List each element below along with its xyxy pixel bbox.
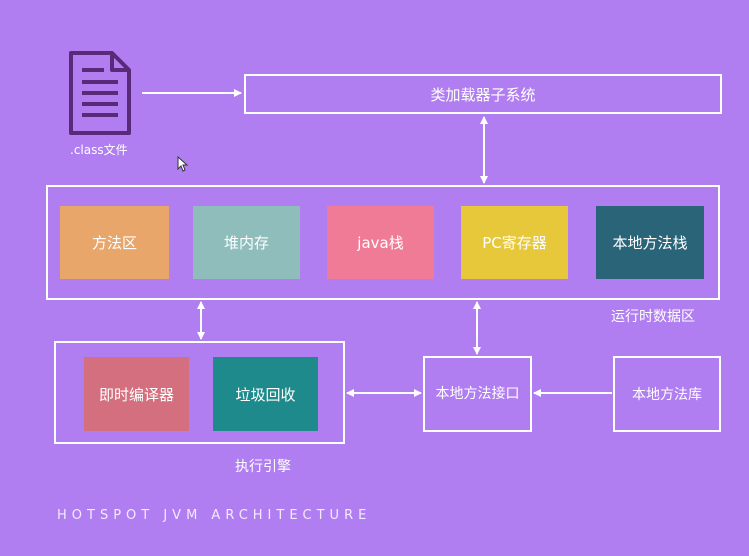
jit-compiler-block: 即时编译器 xyxy=(84,357,189,431)
pc-register-label: PC寄存器 xyxy=(482,234,547,252)
native-method-interface xyxy=(423,356,532,432)
class-loader-label: 类加载器子系统 xyxy=(430,85,536,104)
garbage-collection-label: 垃圾回收 xyxy=(235,385,296,404)
class-file-label: .class文件 xyxy=(70,143,128,157)
jit-compiler-label: 即时编译器 xyxy=(98,385,174,404)
native-method-stack-block: 本地方法栈 xyxy=(596,206,704,279)
native-interface-label: 本地方法接口 xyxy=(435,386,520,402)
footer-title: HOTSPOT JVM ARCHITECTURE xyxy=(57,508,372,523)
runtime-data-area xyxy=(46,185,720,300)
heap-block: 堆内存 xyxy=(193,206,300,279)
pc-register-block: PC寄存器 xyxy=(461,206,568,279)
mouse-cursor-icon xyxy=(177,155,189,176)
execution-engine xyxy=(54,341,345,444)
java-stack-block: java栈 xyxy=(327,206,434,279)
native-library-label: 本地方法库 xyxy=(632,387,702,403)
class-file-icon xyxy=(68,50,132,136)
java-stack-label: java栈 xyxy=(357,234,404,252)
garbage-collection-block: 垃圾回收 xyxy=(213,357,318,431)
execution-engine-label: 执行引擎 xyxy=(235,459,291,475)
runtime-area-label: 运行时数据区 xyxy=(611,309,695,325)
class-loader-subsystem xyxy=(244,74,722,114)
method-area-label: 方法区 xyxy=(91,234,137,252)
native-method-stack-label: 本地方法栈 xyxy=(612,234,688,252)
native-method-library xyxy=(613,356,721,432)
method-area-block: 方法区 xyxy=(60,206,169,279)
heap-label: 堆内存 xyxy=(223,234,269,252)
